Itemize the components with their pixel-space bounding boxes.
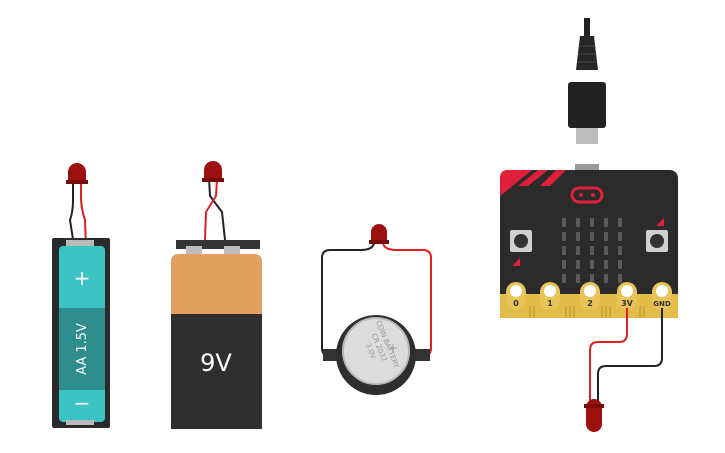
led-microbit[interactable] xyxy=(584,399,604,432)
button-a[interactable] xyxy=(510,230,532,252)
coin-tab-left xyxy=(323,349,339,361)
button-a-marker xyxy=(512,258,520,266)
coin-tab-right xyxy=(414,349,430,361)
aa-plus-sign: + xyxy=(74,266,91,290)
nine-v-orange-band xyxy=(171,254,262,318)
coin-cell-disc xyxy=(342,317,410,385)
led-microbit-rim xyxy=(584,404,604,408)
pin-0[interactable]: 0 xyxy=(506,282,526,310)
aa-top-contact xyxy=(66,240,94,246)
aa-voltage-label: AA 1.5V xyxy=(75,323,90,375)
microbit-led-matrix xyxy=(562,218,622,283)
pin-1-label: 1 xyxy=(547,299,553,308)
usb-micro-connector xyxy=(576,128,598,144)
usb-cable[interactable] xyxy=(568,18,606,144)
microbit-corner-accent xyxy=(500,170,532,196)
coin-plus-sign: + xyxy=(388,341,398,355)
button-b-marker xyxy=(656,218,664,226)
pin-3v[interactable]: 3V xyxy=(617,282,637,310)
pin-1[interactable]: 1 xyxy=(540,282,560,310)
aa-minus-sign: − xyxy=(74,391,91,415)
led-aa-lead-red xyxy=(80,180,87,247)
pin-0-label: 0 xyxy=(513,299,519,308)
coin-cell-holder[interactable]: COIN BATTERY CR 2032 3.0V + xyxy=(323,315,430,395)
usb-cable-wire xyxy=(584,18,590,36)
led-9v-lead-red xyxy=(204,177,218,241)
led-9v[interactable] xyxy=(202,161,226,241)
pin-gnd-label: GND xyxy=(653,300,671,308)
microbit-usb-port xyxy=(575,164,599,174)
aa-battery-holder[interactable]: + − AA 1.5V xyxy=(52,238,110,428)
button-b[interactable] xyxy=(646,230,668,252)
usb-plug-housing xyxy=(568,82,606,128)
led-aa-bulb xyxy=(68,163,86,182)
led-9v-rim xyxy=(202,178,224,182)
aa-cell-label-band xyxy=(59,308,105,390)
led-coin[interactable] xyxy=(369,224,389,244)
microbit-body xyxy=(500,170,678,318)
led-9v-bulb xyxy=(204,161,222,180)
nine-v-label: 9V xyxy=(200,349,232,377)
nine-volt-battery[interactable]: 9V xyxy=(171,240,262,429)
nine-v-top-cap xyxy=(176,240,260,249)
pin-3v-label: 3V xyxy=(621,299,634,308)
led-aa-rim xyxy=(66,180,88,184)
led-coin-bulb xyxy=(371,224,387,242)
microbit-board[interactable]: 0 1 2 3V GND xyxy=(500,164,678,318)
usb-strain-relief xyxy=(576,36,598,70)
led-9v-lead-black xyxy=(208,177,226,241)
nine-v-body xyxy=(171,314,262,429)
pin-2-label: 2 xyxy=(587,299,593,308)
led-aa-lead-black xyxy=(68,180,75,247)
led-aa[interactable] xyxy=(66,163,88,247)
microbit-wire-red[interactable] xyxy=(589,308,628,404)
edge-pin-strip xyxy=(529,306,645,318)
pin-gnd[interactable]: GND xyxy=(652,282,672,310)
led-coin-rim xyxy=(369,240,389,244)
microbit-logo xyxy=(570,186,604,204)
pin-2[interactable]: 2 xyxy=(580,282,600,310)
microbit-wire-black[interactable] xyxy=(597,308,663,404)
aa-bottom-contact xyxy=(66,420,94,425)
